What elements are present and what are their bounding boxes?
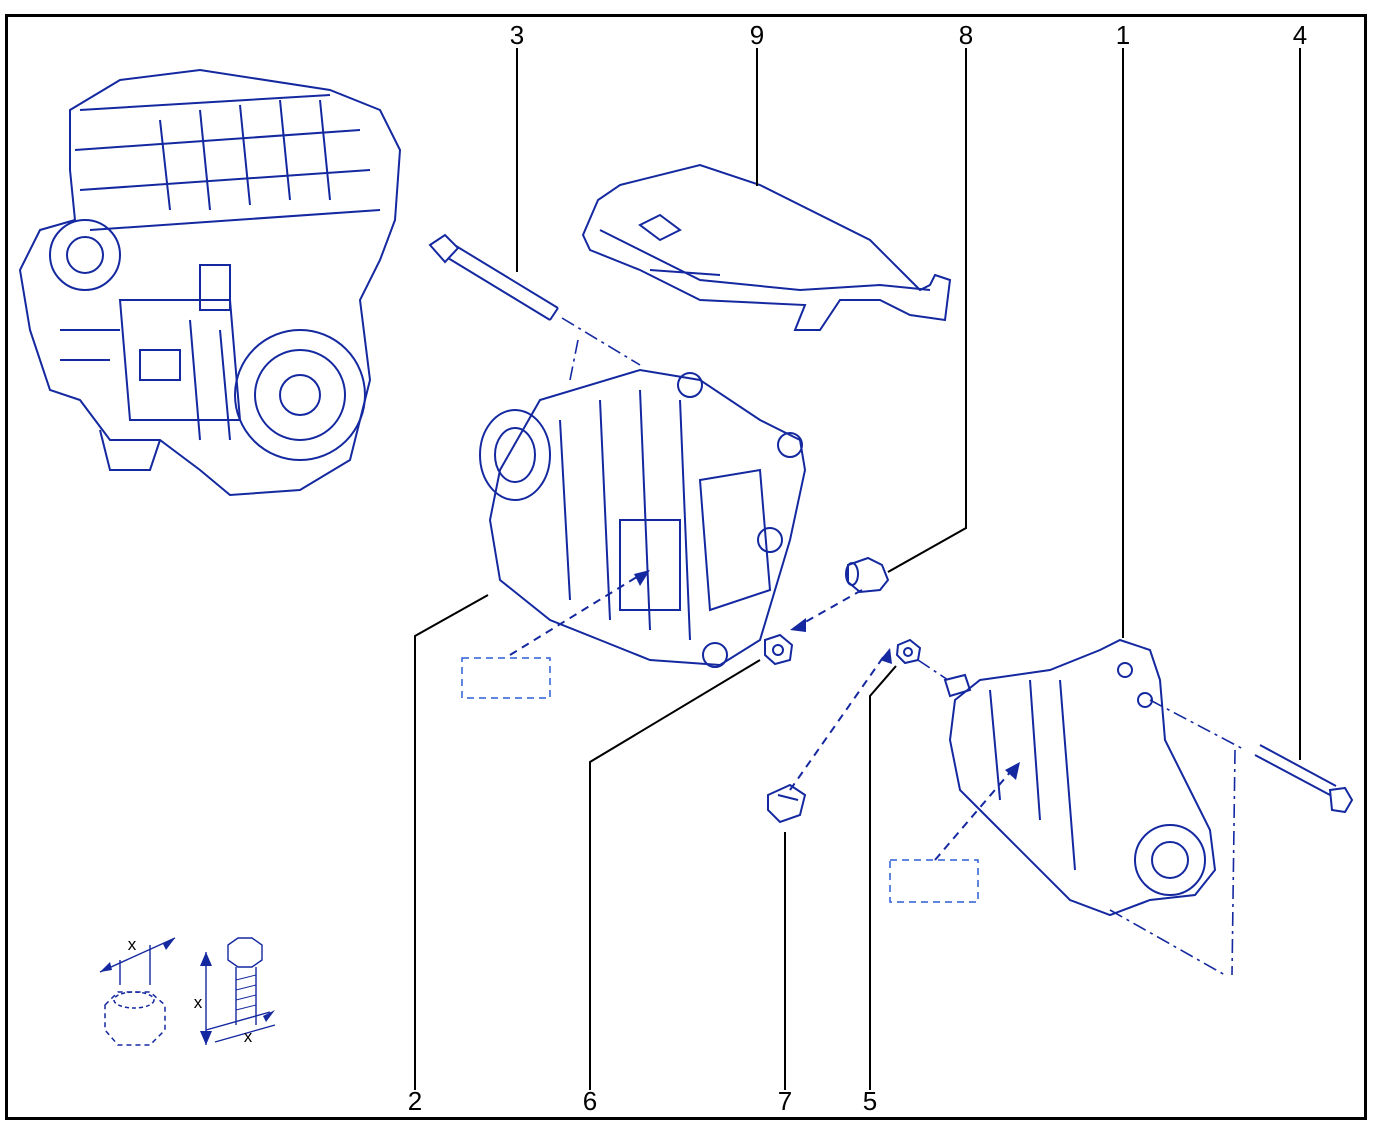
reference-box-starter <box>889 859 979 903</box>
part-9-heat-shield <box>581 163 952 331</box>
reference-box-alternator <box>461 657 551 699</box>
nut-dimension-symbol <box>99 937 176 1046</box>
part-3-long-bolt <box>428 233 559 321</box>
callout-1: 1 <box>1116 20 1130 50</box>
assembly-lines <box>561 317 1246 976</box>
callout-3: 3 <box>510 20 524 50</box>
part-1-starter-motor <box>943 638 1217 917</box>
callout-5: 5 <box>863 1086 877 1116</box>
leader-lines <box>414 48 1301 1090</box>
callout-8: 8 <box>959 20 973 50</box>
callout-7: 7 <box>778 1086 792 1116</box>
callout-2: 2 <box>408 1086 422 1116</box>
part-6-nut <box>764 633 794 666</box>
part-5-nut <box>895 638 922 665</box>
part-2-alternator <box>479 368 807 668</box>
diagram-frame <box>5 14 1367 1120</box>
assembly-arrows <box>509 570 1020 861</box>
part-8-terminal-cap <box>845 556 890 594</box>
bolt-dimension-symbol <box>200 937 276 1045</box>
bolt-length-label: x <box>194 993 203 1012</box>
callout-9: 9 <box>750 20 764 50</box>
nut-dimension-label: x <box>128 935 137 954</box>
engine-assembly-illustration <box>18 68 402 497</box>
callout-6: 6 <box>583 1086 597 1116</box>
part-7-clip <box>767 783 807 824</box>
bolt-diameter-label: x <box>244 1027 253 1046</box>
callout-4: 4 <box>1293 20 1307 50</box>
part-4-starter-bolt <box>1254 744 1354 814</box>
